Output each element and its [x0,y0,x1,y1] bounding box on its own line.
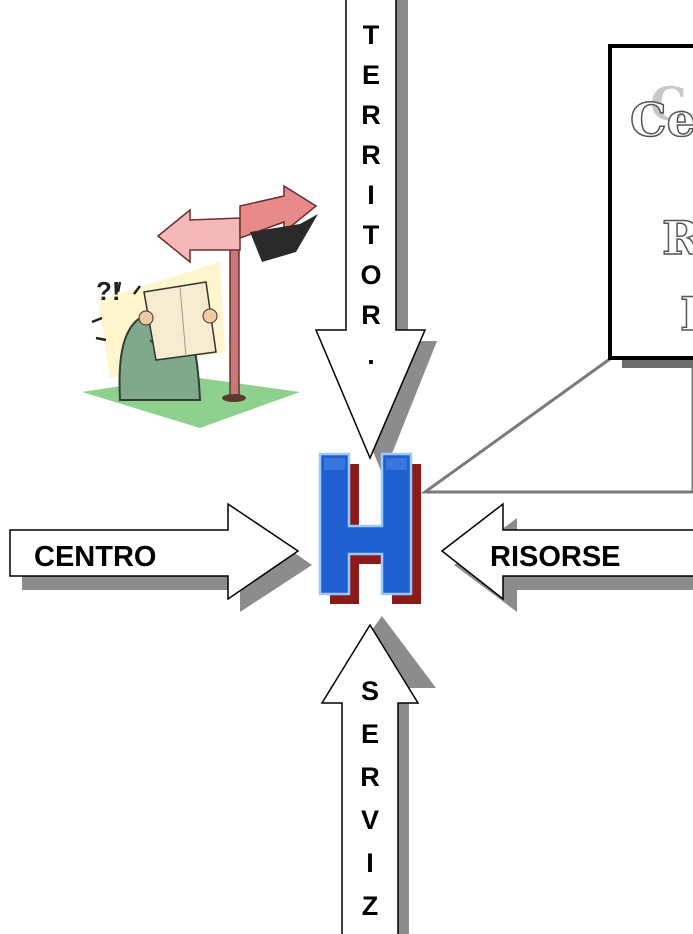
confusion-marks-icon: ?! [96,276,121,306]
territorio-letter-7: R [361,300,381,330]
territorio-letter-3: R [361,140,381,170]
territorio-arrow-body [314,0,427,460]
territorio-letter-5: T [363,220,380,250]
centro-arrow: CENTRO [9,502,312,612]
territorio-letter-1: E [362,60,380,90]
servizi-letter-5: Z [362,891,379,921]
hub-h [318,452,421,604]
servizi-letter-4: I [366,848,374,878]
signpost-arrow-left-icon [156,208,241,264]
territorio-letter-6: O [360,260,381,290]
signpost-pole-icon [229,247,240,401]
servizi-letter-2: R [360,762,380,792]
svg-text:C: C [650,77,687,131]
territorio-letter-8: . [367,340,375,370]
map-icon [143,281,217,361]
territorio-letter-2: R [361,100,381,130]
signpost-arrow-right-icon [239,184,318,240]
callout-line-2: Ri [662,211,693,265]
territorio-letter-0: T [363,20,380,50]
servizi-letter-0: S [361,676,379,706]
risorse-arrow: RISORSE [440,502,693,612]
confused-man-clipart: ?! [82,184,318,428]
callout: C Ce Ri I [420,44,693,494]
callout-line-1: Ce [630,93,693,147]
servizi-letter-3: V [361,805,379,835]
hub-h-letter [318,452,413,596]
territorio-letter-4: I [367,180,375,210]
callout-line-3: I [680,287,693,341]
risorse-label: RISORSE [490,541,621,573]
servizi-arrow-body [320,623,420,934]
servizi-letter-1: E [361,719,379,749]
risorse-arrow-body [440,502,693,601]
callout-pointer [420,354,693,494]
centro-label: CENTRO [34,541,156,573]
centro-arrow-body [9,502,300,601]
callout-box [608,44,693,360]
